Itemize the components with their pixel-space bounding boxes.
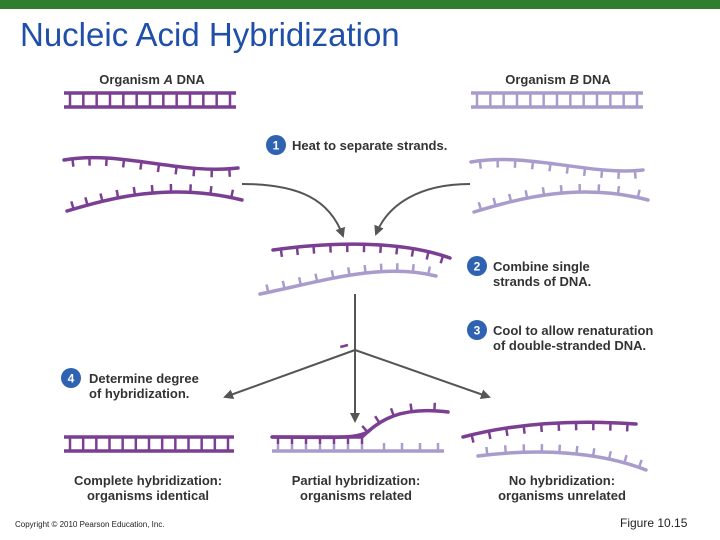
result-partial-hybrid (270, 343, 450, 453)
result-complete-line-2: organisms identical (87, 488, 209, 503)
step-2-number: 2 (474, 260, 481, 274)
organism-b-strand-upper (469, 157, 645, 179)
step-1-circle (266, 135, 286, 155)
step-4-number: 4 (68, 372, 75, 386)
step-1-text: Heat to separate strands. (292, 138, 447, 153)
step-4-text-line-1: Determine degree (89, 371, 199, 386)
result-none-line-1: No hybridization: (509, 473, 615, 488)
arrow-organism-a-to-combine (241, 183, 345, 238)
result-complete-hybrid (64, 435, 234, 453)
organism-a-label: Organism A DNA (99, 72, 205, 87)
step-3-text-line-1: Cool to allow renaturation (493, 323, 653, 338)
arrow-organism-b-to-combine (374, 183, 471, 236)
organism-b-double-strand (471, 91, 643, 109)
result-none-line-2: organisms unrelated (498, 488, 626, 503)
partial-strand-a-unpaired (360, 402, 450, 439)
combined-strand-a (271, 242, 452, 264)
step-4-text-line-2: of hybridization. (89, 386, 189, 401)
step-3: 3 Cool to allow renaturation of double-s… (467, 320, 653, 353)
step-4-circle (61, 368, 81, 388)
top-accent-bar (0, 0, 720, 9)
result-partial-line-2: organisms related (300, 488, 412, 503)
step-1: 1 Heat to separate strands. (266, 135, 447, 155)
figure-label: Figure 10.15 (620, 516, 688, 530)
arrow-to-complete (223, 349, 356, 399)
step-2-text-line-1: Combine single (493, 259, 590, 274)
step-1-number: 1 (273, 139, 280, 153)
result-complete-line-1: Complete hybridization: (74, 473, 222, 488)
organism-b-strand-lower (472, 184, 650, 214)
no-hybrid-strand-b (476, 444, 648, 472)
dna-strands (62, 91, 650, 472)
organism-a-strand-lower (65, 183, 244, 213)
step-3-circle (467, 320, 487, 340)
slide-title: Nucleic Acid Hybridization (20, 16, 400, 53)
combined-strand-b (258, 263, 438, 296)
arrow-to-none (354, 349, 491, 400)
organism-b-label: Organism B DNA (505, 72, 611, 87)
no-hybrid-strand-a (461, 420, 638, 443)
result-partial-line-1: Partial hybridization: (292, 473, 421, 488)
step-2: 2 Combine single strands of DNA. (467, 256, 591, 289)
step-3-number: 3 (474, 324, 481, 338)
organism-a-double-strand (64, 91, 236, 109)
organism-a-strand-upper (62, 155, 240, 178)
step-2-circle (467, 256, 487, 276)
copyright-notice: Copyright © 2010 Pearson Education, Inc. (15, 520, 165, 529)
step-4: 4 Determine degree of hybridization. (61, 368, 199, 401)
step-2-text-line-2: strands of DNA. (493, 274, 591, 289)
step-3-text-line-2: of double-stranded DNA. (493, 338, 646, 353)
